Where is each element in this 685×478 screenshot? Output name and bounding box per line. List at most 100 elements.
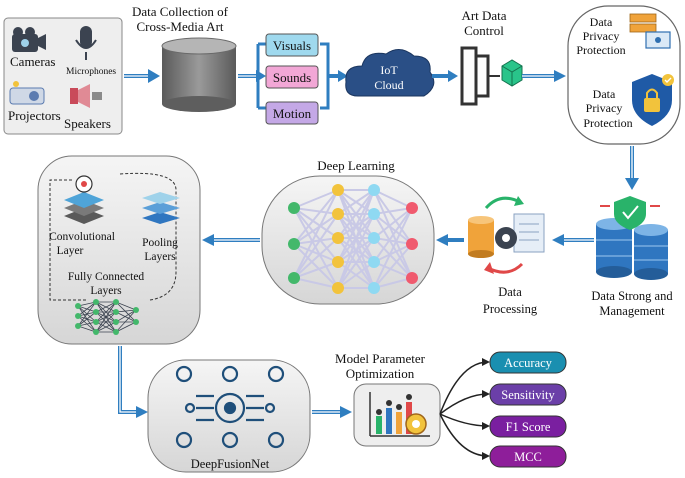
fc-edge bbox=[95, 311, 117, 333]
arrow-collection-to-modalities bbox=[238, 70, 266, 82]
fc-edge bbox=[77, 321, 97, 327]
control-icon bbox=[460, 46, 523, 106]
nn-edge bbox=[293, 207, 339, 289]
fc-node bbox=[75, 313, 81, 319]
fc-node bbox=[133, 307, 139, 313]
deep-learning-panel bbox=[261, 175, 435, 305]
conv-line2: Layer bbox=[57, 245, 84, 257]
nn-edge bbox=[293, 277, 339, 289]
metric-sensitivity-label: Sensitivity bbox=[501, 388, 555, 402]
fc-edge bbox=[77, 301, 97, 307]
nn-edge bbox=[293, 213, 339, 279]
processing-line2: Processing bbox=[483, 302, 538, 316]
nn-edge bbox=[293, 189, 339, 279]
arrow-sources-to-storage bbox=[124, 69, 160, 83]
fc-edge bbox=[115, 321, 137, 333]
arrow-privacy-to-storage bbox=[625, 146, 639, 190]
nn-edge bbox=[373, 213, 413, 245]
nn-edge bbox=[293, 213, 339, 245]
nn-edge bbox=[337, 213, 375, 289]
nn-node bbox=[368, 282, 380, 294]
metric-f1-score-pill bbox=[489, 415, 567, 438]
optimization-line2: Optimization bbox=[346, 366, 415, 381]
metric-sensitivity-pill bbox=[489, 383, 567, 406]
privacy-bottom-line1: Data bbox=[593, 87, 616, 101]
metric-accuracy-pill bbox=[489, 351, 567, 374]
nn-edge bbox=[373, 207, 413, 215]
privacy-top-line3: Protection bbox=[576, 43, 625, 57]
nn-node bbox=[406, 238, 418, 250]
microphones-label: Microphones bbox=[66, 67, 116, 77]
pool-line2: Layers bbox=[144, 251, 176, 263]
fc-node bbox=[93, 319, 99, 325]
fusion-gears-icon bbox=[175, 365, 285, 449]
nn-edge bbox=[293, 237, 339, 279]
fc-edge bbox=[115, 301, 137, 323]
storage-line2: Management bbox=[599, 304, 665, 318]
optimization-chart-gear-icon bbox=[369, 392, 430, 437]
nn-node bbox=[406, 202, 418, 214]
nn-edge bbox=[337, 261, 375, 289]
fc-edge bbox=[115, 301, 137, 311]
nn-node bbox=[332, 232, 344, 244]
fc-node bbox=[133, 319, 139, 325]
nn-edge bbox=[293, 189, 339, 209]
fc-edge bbox=[77, 325, 97, 333]
collection-title-line1: Data Collection of bbox=[132, 4, 229, 19]
nn-node bbox=[368, 184, 380, 196]
control-title-line1: Art Data bbox=[461, 8, 506, 23]
optimization-panel bbox=[353, 383, 441, 447]
nn-edge bbox=[293, 237, 339, 245]
fc-node bbox=[113, 329, 119, 335]
metric-branches bbox=[439, 358, 490, 460]
nn-node bbox=[288, 238, 300, 250]
fully-connected-layers-icon bbox=[75, 299, 139, 335]
metrics-list: Accuracy Sensitivity F1 Score MCC bbox=[489, 351, 567, 468]
nn-node bbox=[288, 202, 300, 214]
nn-edge bbox=[337, 189, 375, 239]
visuals-box bbox=[265, 33, 319, 57]
speaker-icon bbox=[70, 84, 102, 108]
fc-edge bbox=[77, 311, 97, 327]
nn-edge bbox=[373, 207, 413, 289]
fc-line2: Layers bbox=[90, 285, 122, 297]
nn-edge bbox=[337, 189, 375, 215]
server-monitor-icon bbox=[629, 13, 671, 49]
cameras-label: Cameras bbox=[10, 54, 55, 69]
iot-label: IoT bbox=[380, 63, 398, 77]
deepfusionnet-panel: DeepFusionNet bbox=[147, 359, 311, 473]
nn-node bbox=[332, 256, 344, 268]
storage-line1: Data Strong and bbox=[591, 289, 673, 303]
fc-edge bbox=[115, 311, 137, 323]
nn-node bbox=[368, 232, 380, 244]
nn-edge bbox=[373, 207, 413, 263]
nn-edge bbox=[373, 261, 413, 279]
nn-edge bbox=[373, 189, 413, 245]
metric-accuracy-label: Accuracy bbox=[504, 356, 553, 370]
metric-mcc-label: MCC bbox=[514, 450, 542, 464]
fc-edge bbox=[77, 301, 97, 327]
fc-node bbox=[93, 299, 99, 305]
fc-node bbox=[113, 299, 119, 305]
motion-label: Motion bbox=[273, 106, 312, 121]
projectors-label: Projectors bbox=[8, 108, 61, 123]
conv-line1: Convolutional bbox=[49, 231, 115, 243]
privacy-top-line1: Data bbox=[590, 15, 613, 29]
fc-edge bbox=[95, 301, 117, 333]
sounds-box bbox=[265, 65, 319, 89]
nn-nodes bbox=[288, 184, 418, 294]
storage-icon bbox=[596, 196, 668, 280]
convolutional-layer-icon bbox=[64, 175, 104, 224]
deepfusionnet-label: DeepFusionNet bbox=[191, 457, 270, 471]
nn-node bbox=[332, 208, 344, 220]
pooling-layers-icon bbox=[142, 192, 180, 224]
processing-icon bbox=[468, 196, 545, 274]
speakers-label: Speakers bbox=[64, 116, 111, 131]
motion-box bbox=[265, 101, 319, 125]
sources-panel: Cameras Microphones Projectors Speakers bbox=[3, 17, 123, 135]
nn-edge bbox=[373, 243, 413, 289]
nn-edge bbox=[337, 189, 375, 289]
nn-node bbox=[288, 272, 300, 284]
camera-icon bbox=[12, 27, 46, 52]
arrow-modalities-to-cloud bbox=[328, 70, 348, 82]
